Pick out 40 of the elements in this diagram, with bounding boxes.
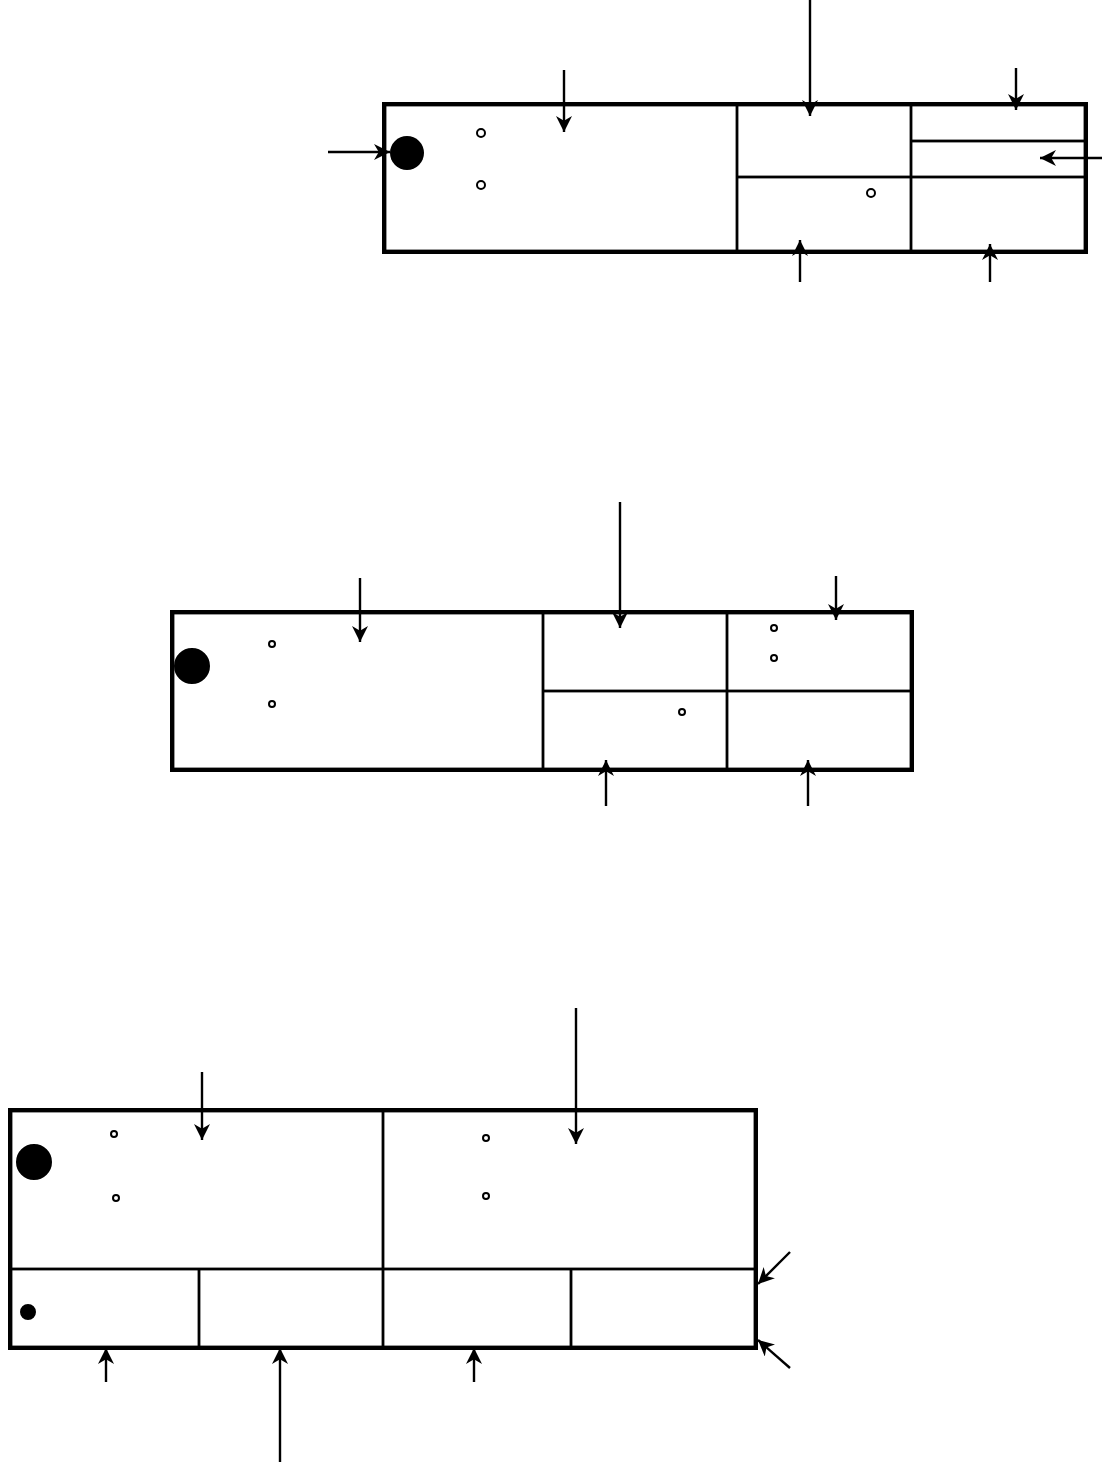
panel-region: [382, 1268, 572, 1348]
leader-arrow: [328, 144, 390, 160]
panel-region: [570, 1268, 756, 1348]
panel-region: [542, 612, 728, 692]
leader-arrow: [194, 1072, 210, 1140]
panel-region: [10, 1110, 384, 1270]
panel-region: [382, 1110, 756, 1270]
panel-region: [736, 104, 912, 178]
leader-arrow: [1008, 68, 1024, 110]
panel-region: [10, 1268, 200, 1348]
panel-frame: [382, 102, 1088, 254]
leader-arrow: [802, 0, 818, 116]
panel-frame: [170, 610, 914, 772]
leader-arrow: [1040, 150, 1102, 166]
panel-region: [542, 690, 728, 770]
panel-region: [910, 140, 1086, 178]
panel-region: [172, 612, 544, 770]
panel-region: [736, 176, 912, 252]
panel-region: [198, 1268, 384, 1348]
leader-arrow: [757, 1251, 791, 1285]
panel-region: [910, 104, 1086, 142]
panel-frame: [8, 1108, 758, 1350]
leader-arrow: [98, 1348, 114, 1382]
leader-arrow: [828, 576, 844, 620]
leader-arrow: [612, 502, 628, 628]
leader-arrow: [568, 1008, 584, 1144]
leader-arrow: [556, 70, 572, 132]
panel-region: [726, 612, 912, 692]
leader-arrow: [757, 1339, 791, 1369]
leader-arrow: [272, 1348, 288, 1462]
panel-region: [384, 104, 738, 252]
filled-circle: [390, 136, 424, 170]
leader-arrow: [466, 1348, 482, 1382]
leader-arrow: [598, 760, 614, 806]
panel-region: [910, 176, 1086, 252]
leader-arrow: [792, 240, 808, 282]
leader-arrow: [352, 578, 368, 642]
leader-arrow: [800, 760, 816, 806]
leader-arrow: [982, 244, 998, 282]
panel-region: [726, 690, 912, 770]
